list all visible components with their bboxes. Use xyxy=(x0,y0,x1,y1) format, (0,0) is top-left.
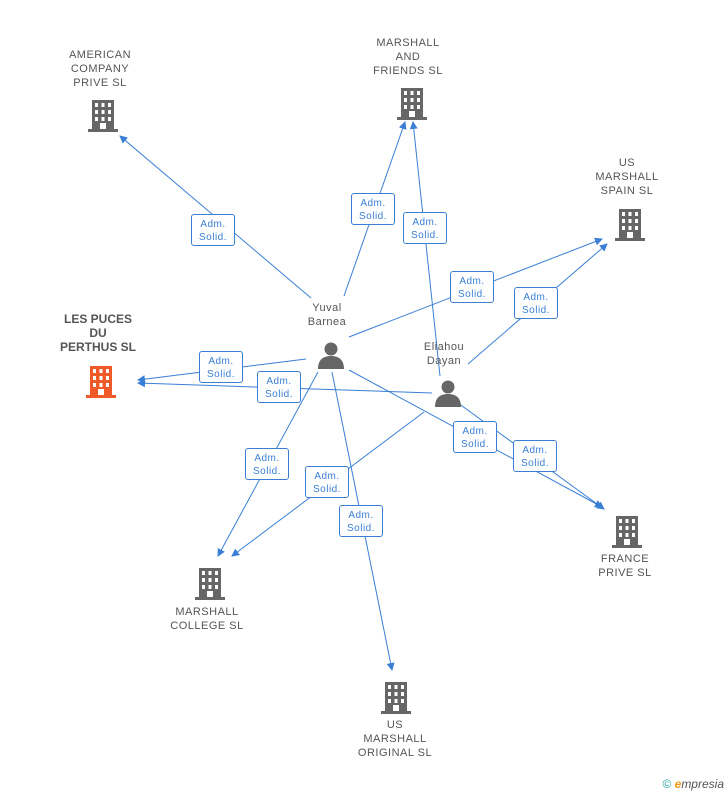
edge-label-yuval-friends: Adm.Solid. xyxy=(351,193,395,225)
building-icon xyxy=(612,516,642,548)
edge-label-yuval-original: Adm.Solid. xyxy=(339,505,383,537)
copyright-icon: © xyxy=(662,777,672,791)
footer-credit: © empresia xyxy=(662,777,724,791)
edge-label-yuval-spain: Adm.Solid. xyxy=(450,271,494,303)
edge-label-eliahou-france: Adm.Solid. xyxy=(513,440,557,472)
building-icon xyxy=(381,682,411,714)
edge-label-yuval-college: Adm.Solid. xyxy=(245,448,289,480)
edge-label-eliahou-friends: Adm.Solid. xyxy=(403,212,447,244)
edge-label-eliahou-spain: Adm.Solid. xyxy=(514,287,558,319)
brand-logo-text: mpresia xyxy=(681,777,724,791)
edge-label-eliahou-college: Adm.Solid. xyxy=(305,466,349,498)
building-icon xyxy=(195,568,225,600)
edge-label-eliahou-puces: Adm.Solid. xyxy=(257,371,301,403)
edge-label-yuval-american: Adm.Solid. xyxy=(191,214,235,246)
brand-logo-mark: e xyxy=(674,777,682,791)
edge-label-yuval-puces: Adm.Solid. xyxy=(199,351,243,383)
edge-label-yuval-france: Adm.Solid. xyxy=(453,421,497,453)
person-icon xyxy=(318,342,344,369)
building-icon xyxy=(615,209,645,241)
building-icon[interactable] xyxy=(85,364,117,398)
edge-eliahou-friends xyxy=(409,121,441,377)
building-icon xyxy=(88,100,118,132)
building-icon xyxy=(397,88,427,120)
person-icon xyxy=(435,380,461,407)
